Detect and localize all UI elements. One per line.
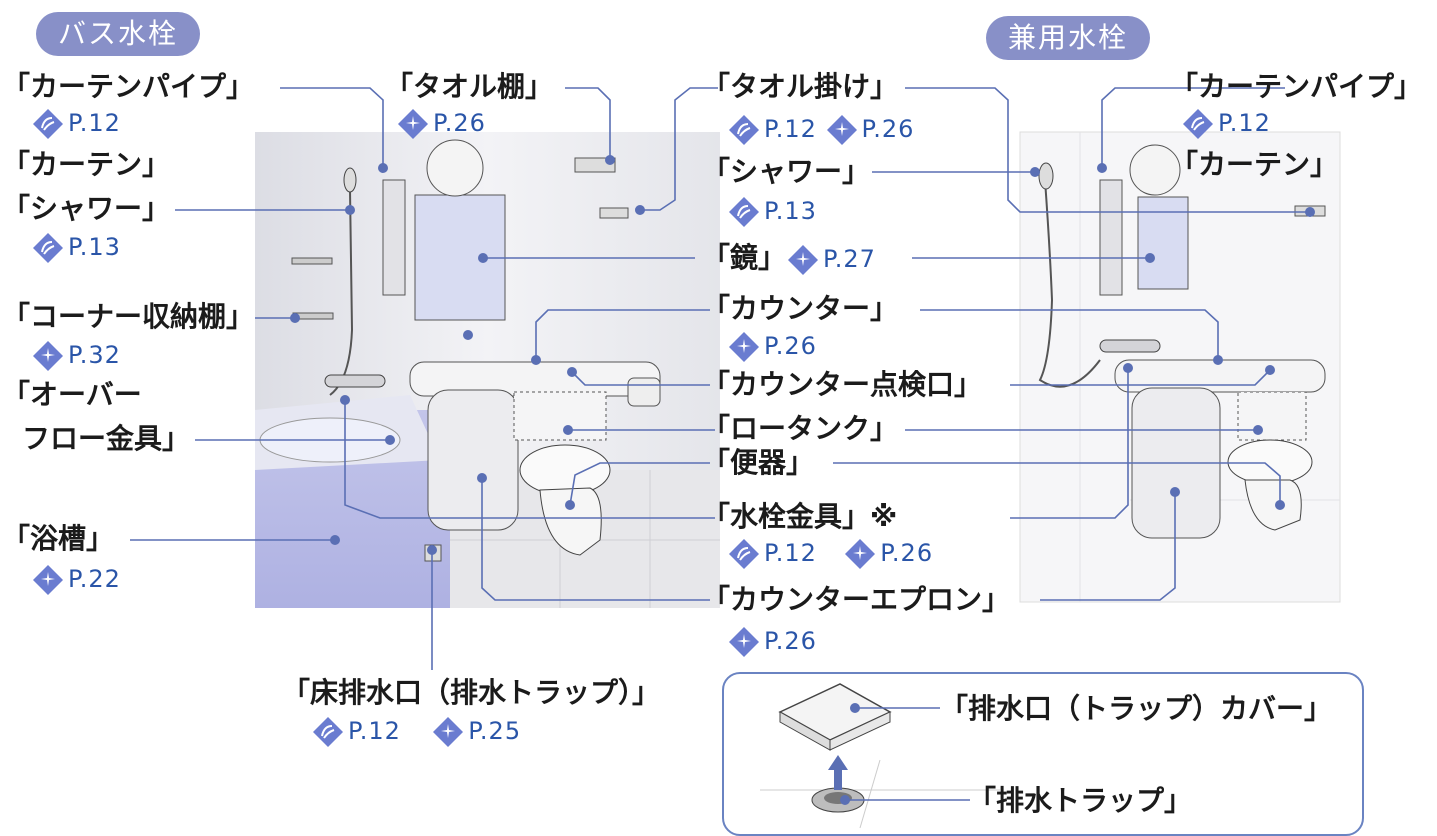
cleaning-sparkle-icon (788, 245, 818, 275)
label-drain-trap: 「排水トラップ」 (968, 784, 1193, 817)
ref-counter: P.26 (728, 331, 817, 363)
ref-text: P.32 (68, 341, 121, 369)
ref-text: P.13 (764, 197, 817, 225)
hand-maintenance-icon (33, 109, 63, 139)
ref-text: P.13 (68, 233, 121, 261)
ref-text: P.26 (764, 332, 817, 360)
ref-curtain-pipe-right: P.12 (1182, 108, 1271, 140)
ref-bathtub: P.22 (32, 564, 121, 596)
ref-corner-shelf: P.32 (32, 340, 121, 372)
label-overflow-1: 「オーバー (2, 378, 142, 411)
cleaning-sparkle-icon (33, 341, 63, 371)
label-towel-hanger: 「タオル掛け」 (702, 70, 899, 103)
ref-text: P.12 (764, 115, 817, 143)
label-faucet: 「水栓金具」※ (702, 500, 898, 533)
label-floor-drain: 「床排水口（排水トラップ）」 (282, 676, 661, 709)
hand-maintenance-icon (33, 233, 63, 263)
left-room (255, 132, 720, 608)
cleaning-sparkle-icon (729, 332, 759, 362)
label-overflow-2: フロー金具」 (22, 422, 191, 455)
label-low-tank: 「ロータンク」 (702, 412, 899, 445)
label-mirror: 「鏡」 (702, 241, 787, 274)
ref-mirror: P.27 (787, 244, 876, 276)
ref-text: P.25 (468, 717, 522, 745)
hand-maintenance-icon (729, 539, 759, 569)
cleaning-sparkle-icon (398, 109, 428, 139)
cleaning-sparkle-icon (433, 717, 464, 747)
label-curtain-right: 「カーテン」 (1170, 148, 1339, 181)
label-bathtub: 「浴槽」 (2, 522, 115, 555)
ref-counter-apron: P.26 (728, 626, 817, 658)
label-corner-shelf: 「コーナー収納棚」 (2, 300, 255, 333)
ref-text: P.12 (348, 717, 401, 745)
label-curtain-pipe-right: 「カーテンパイプ」 (1170, 70, 1423, 103)
cleaning-sparkle-icon (33, 565, 63, 595)
label-counter-inspection: 「カウンター点検口」 (702, 368, 983, 401)
ref-text: P.26 (433, 109, 486, 137)
ref-text: P.12 (1218, 109, 1271, 137)
ref-text: P.26 (880, 539, 934, 567)
leader-lines (130, 87, 1310, 801)
hand-maintenance-icon (313, 717, 343, 747)
ref-towel-hanger: P.12 P.26 (728, 114, 914, 146)
ref-floor-drain: P.12 P.25 (312, 716, 521, 748)
ref-curtain-pipe-left: P.12 (32, 108, 121, 140)
ref-text: P.12 (764, 539, 817, 567)
cleaning-sparkle-icon (826, 115, 857, 145)
hand-maintenance-icon (729, 197, 759, 227)
label-towel-shelf: 「タオル棚」 (385, 70, 554, 103)
header-combo-faucet: 兼用水栓 (986, 16, 1151, 60)
leader-dots (290, 155, 1315, 805)
label-shower-mid: 「シャワー」 (702, 155, 871, 188)
ref-faucet: P.12 P.26 (728, 538, 933, 570)
hand-maintenance-icon (729, 115, 759, 145)
header-bath-faucet: バス水栓 (36, 12, 201, 56)
label-curtain-left: 「カーテン」 (2, 148, 171, 181)
cleaning-sparkle-icon (845, 539, 876, 569)
ref-text: P.12 (68, 109, 121, 137)
ref-text: P.27 (823, 245, 876, 273)
ref-text: P.26 (861, 115, 915, 143)
hand-maintenance-icon (1183, 109, 1213, 139)
ref-towel-shelf: P.26 (397, 108, 486, 140)
label-curtain-pipe-left: 「カーテンパイプ」 (2, 70, 255, 103)
ref-text: P.26 (764, 627, 817, 655)
ref-text: P.22 (68, 565, 121, 593)
ref-shower-mid: P.13 (728, 196, 817, 228)
right-room (1019, 131, 1341, 603)
ref-shower-left: P.13 (32, 232, 121, 264)
label-counter-apron: 「カウンターエプロン」 (702, 583, 1011, 616)
label-counter: 「カウンター」 (702, 292, 899, 325)
label-drain-cover: 「排水口（トラップ）カバー」 (940, 692, 1333, 725)
drain-illustration (760, 683, 1000, 828)
label-toilet: 「便器」 (702, 446, 815, 479)
label-shower-left: 「シャワー」 (2, 192, 171, 225)
cleaning-sparkle-icon (729, 627, 759, 657)
